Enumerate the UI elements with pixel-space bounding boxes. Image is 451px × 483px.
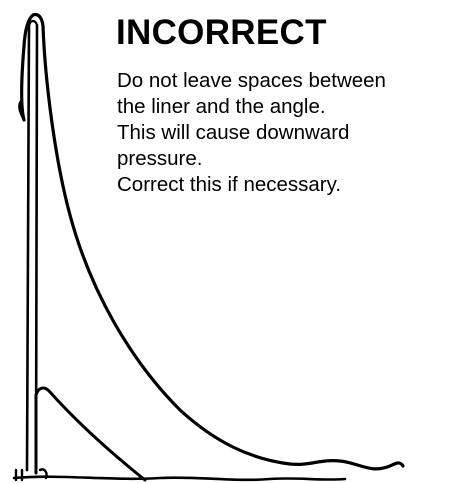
post-foot (14, 468, 48, 482)
angle-bracket (34, 386, 147, 482)
note-line: Do not leave spaces between (117, 69, 386, 92)
note-line: This will cause downward (117, 121, 350, 144)
liner-top-fold (20, 12, 405, 471)
note-line: pressure. (117, 147, 203, 170)
figure-title: INCORRECT (116, 13, 327, 52)
instruction-notes: Do not leave spaces between the liner an… (117, 68, 451, 198)
note-line: Correct this if necessary. (117, 173, 342, 196)
liner-edge (18, 98, 26, 122)
ground-line (12, 475, 347, 482)
note-line: the liner and the angle. (117, 95, 326, 118)
